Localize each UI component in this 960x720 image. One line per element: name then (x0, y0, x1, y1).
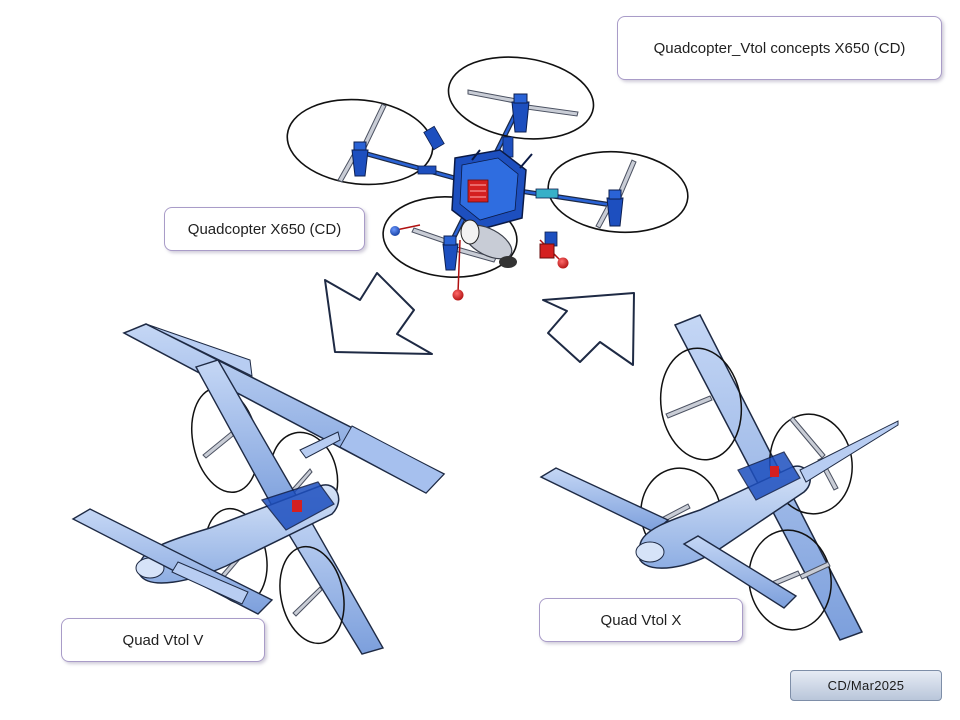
arrow-left-down-icon (324, 272, 433, 355)
quadcopter-label: Quadcopter X650 (CD) (164, 207, 365, 251)
quadcopter-body (451, 149, 533, 268)
vtol-x-drawing (539, 314, 899, 641)
quadcopter-propellers (337, 89, 637, 263)
arrow-right-down-icon (542, 292, 635, 366)
vtol-x-label: Quad Vtol X (539, 598, 743, 642)
vtol-v-drawing (71, 323, 446, 655)
title-label: Quadcopter_Vtol concepts X650 (CD) (617, 16, 942, 80)
quadcopter-motors (351, 93, 624, 271)
quadcopter-drawing (286, 56, 689, 301)
vtol-v-label: Quad Vtol V (61, 618, 265, 662)
footer-credit: CD/Mar2025 (790, 670, 942, 701)
